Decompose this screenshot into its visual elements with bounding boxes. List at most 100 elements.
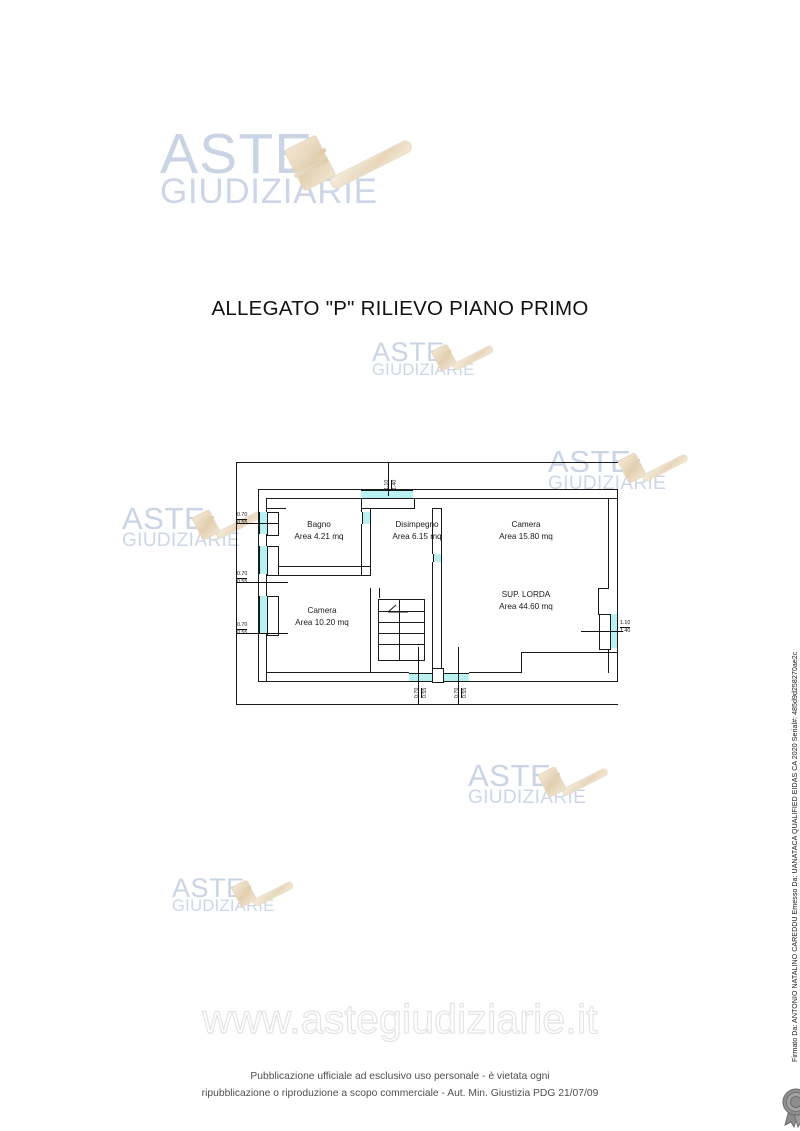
dim-width: 1.10 xyxy=(384,479,392,490)
wall-left-inner-a xyxy=(266,498,267,512)
dim-height: 0.55 xyxy=(237,578,248,585)
dim-leader-left-bottom xyxy=(236,633,288,634)
wall-top-outer xyxy=(258,489,618,490)
watermark-brand-aste: ASTE xyxy=(372,337,445,367)
wall-right-outer xyxy=(617,489,618,681)
dim-left-top: 0.70 0.55 xyxy=(237,512,248,526)
footer-line-2: ripubblicazione o riproduzione a scopo c… xyxy=(201,1088,599,1099)
dim-width: 0.70 xyxy=(237,571,248,579)
watermark-logo-top: ASTE GIUDIZIARIE xyxy=(160,122,415,212)
room-name: Camera xyxy=(307,606,337,615)
footer-line-1: Pubblicazione ufficiale ad esclusivo uso… xyxy=(250,1071,550,1082)
footer-disclaimer: Pubblicazione ufficiale ad esclusivo uso… xyxy=(0,1068,800,1102)
gavel-icon xyxy=(230,877,295,908)
room-name: SUP. LORDA xyxy=(501,590,551,599)
watermark-brand-aste: ASTE xyxy=(160,122,314,186)
dim-leader-right xyxy=(581,631,623,632)
dim-leader-bottom-left xyxy=(418,647,419,704)
room-area: Area 4.21 mq xyxy=(294,532,344,542)
watermark-logo-lower-right: ASTE GIUDIZIARIE xyxy=(468,758,610,808)
dim-width: 0.70 xyxy=(454,687,462,698)
dim-bottom-left: 0.70 0.55 xyxy=(414,687,428,698)
wall-bagno-right-c xyxy=(370,508,371,576)
gavel-icon xyxy=(430,341,495,372)
dim-leader-bottom-right xyxy=(458,647,459,704)
wall-camera-left-right-a xyxy=(370,588,371,672)
room-label-camera-top: Camera Area 15.80 mq xyxy=(476,519,576,543)
watermark-brand-giudiziarie: GIUDIZIARIE xyxy=(372,360,475,379)
watermark-brand-aste: ASTE xyxy=(122,501,206,536)
dim-height: 1.40 xyxy=(391,479,398,490)
wall-left-inner-b xyxy=(266,534,267,546)
watermark-brand-aste: ASTE xyxy=(172,873,245,903)
room-name: Disimpegno xyxy=(395,520,439,529)
opening-frame-left-bottom xyxy=(267,596,279,636)
watermark-brand-giudiziarie: GIUDIZIARIE xyxy=(172,896,275,915)
opening-interior-disimpegno xyxy=(433,554,442,562)
watermark-brand-giudiziarie: GIUDIZIARIE xyxy=(122,529,241,551)
wall-right-inner-base xyxy=(598,652,609,653)
gavel-icon xyxy=(282,130,415,192)
watermark-logo-bottom-left: ASTE GIUDIZIARIE xyxy=(172,873,295,915)
dim-top-center: 1.10 1.40 xyxy=(384,479,398,490)
dim-width: 0.70 xyxy=(237,622,248,630)
signature-text: Firmato Da: ANTONIO NATALINO CAREDDU Eme… xyxy=(791,651,799,1062)
dim-width: 0.70 xyxy=(414,687,422,698)
watermark-brand-giudiziarie: GIUDIZIARIE xyxy=(160,172,378,212)
wall-left-inner-d xyxy=(266,634,267,681)
room-label-camera-bottom: Camera Area 10.20 mq xyxy=(274,605,370,629)
dim-left-middle: 0.70 0.55 xyxy=(237,571,248,585)
staircase xyxy=(378,599,425,661)
wall-bottom-inner-2 xyxy=(469,672,521,673)
wall-disimpegno-right-a xyxy=(432,508,433,554)
wall-left-inner-c xyxy=(266,574,267,596)
dim-height: 0.55 xyxy=(237,519,248,526)
wall-bagno-bottom-a xyxy=(266,566,371,567)
wall-bagno-bottom-b xyxy=(266,575,371,576)
wall-right-notch-top xyxy=(598,588,609,589)
wall-bagno-right-b xyxy=(361,524,362,576)
dim-height: 1.40 xyxy=(620,627,631,634)
wall-right-inner-top xyxy=(608,498,609,588)
opening-frame-bottom-center xyxy=(432,668,444,683)
dim-leader-top-center xyxy=(388,462,389,496)
wall-bottom-step-vert xyxy=(521,652,522,673)
dim-leader-left-top xyxy=(236,523,278,524)
room-name: Camera xyxy=(511,520,541,529)
wall-disimpegno-corner xyxy=(432,508,442,509)
dim-bottom-right: 0.70 0.55 xyxy=(454,687,468,698)
room-label-bagno: Bagno Area 4.21 mq xyxy=(274,519,364,543)
dim-left-bottom: 0.70 0.55 xyxy=(237,622,248,636)
wall-top-inner xyxy=(266,498,361,499)
room-area: Area 15.80 mq xyxy=(499,532,553,542)
opening-frame-top-center xyxy=(361,498,415,509)
dim-height: 0.55 xyxy=(421,687,428,698)
watermark-logo-left: ASTE GIUDIZIARIE xyxy=(122,501,264,551)
wall-right-inner-bottom xyxy=(608,648,609,673)
opening-frame-right xyxy=(599,614,611,650)
dim-right: 1.10 1.40 xyxy=(620,620,631,634)
room-label-sup-lorda: SUP. LORDA Area 44.60 mq xyxy=(476,589,576,613)
wall-bottom-inner xyxy=(266,672,409,673)
plan-outer-top xyxy=(236,462,618,463)
plan-outer-left xyxy=(236,462,237,705)
wall-stub-topleft xyxy=(266,508,286,509)
watermark-brand-aste: ASTE xyxy=(468,758,552,793)
stair-direction-arrow xyxy=(387,604,408,613)
room-area: Area 6.15 mq xyxy=(392,532,442,542)
gavel-icon xyxy=(616,449,690,485)
dim-width: 0.70 xyxy=(237,512,248,520)
url-watermark: www.astegiudiziarie.it xyxy=(202,995,599,1042)
room-name: Bagno xyxy=(307,520,331,529)
opening-frame-left-top xyxy=(267,512,279,536)
digital-signature-strip: Firmato Da: ANTONIO NATALINO CAREDDU Eme… xyxy=(778,0,800,1131)
wall-top-inner-2 xyxy=(413,498,618,499)
dim-height: 0.55 xyxy=(237,629,248,636)
opening-bottom-right xyxy=(441,673,469,682)
room-area: Area 44.60 mq xyxy=(499,602,553,612)
dim-width: 1.10 xyxy=(620,620,631,628)
opening-frame-left-middle xyxy=(267,546,279,576)
watermark-brand-giudiziarie: GIUDIZIARIE xyxy=(468,786,587,808)
wall-bottom-step-horiz xyxy=(521,652,618,653)
wall-left-outer xyxy=(258,489,259,681)
